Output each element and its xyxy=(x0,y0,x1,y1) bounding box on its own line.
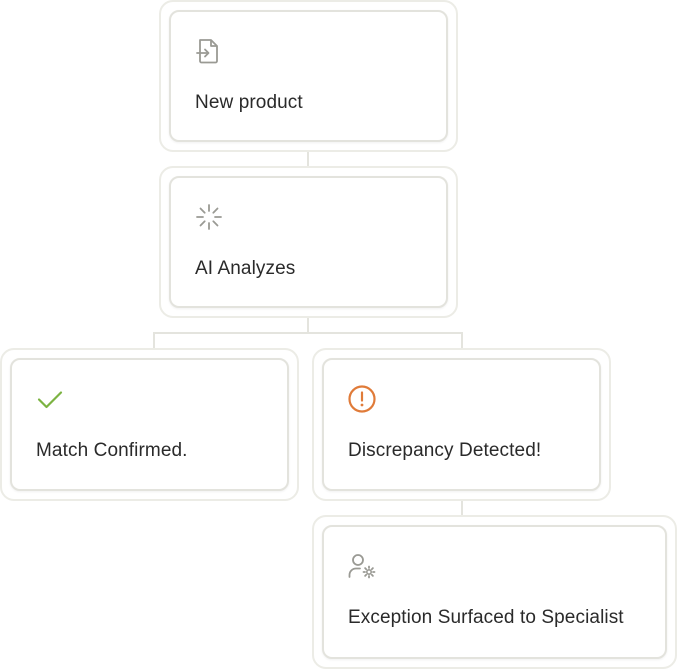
user-gear-icon xyxy=(348,554,376,579)
loader-icon xyxy=(196,204,222,230)
node-new-product[interactable]: New product xyxy=(159,0,458,152)
node-match-confirmed-card: Match Confirmed. xyxy=(10,358,289,491)
node-label: Exception Surfaced to Specialist xyxy=(348,607,624,628)
node-label: Discrepancy Detected! xyxy=(348,440,542,461)
connector-new-product-to-ai xyxy=(307,151,309,167)
node-discrepancy-detected-card: Discrepancy Detected! xyxy=(322,358,601,491)
node-label: AI Analyzes xyxy=(195,258,296,279)
node-ai-analyzes-card: AI Analyzes xyxy=(169,176,448,308)
node-label: Match Confirmed. xyxy=(36,440,188,461)
node-new-product-card: New product xyxy=(169,10,448,142)
check-icon xyxy=(37,391,63,409)
node-exception-surfaced-card: Exception Surfaced to Specialist xyxy=(322,525,667,659)
node-discrepancy-detected[interactable]: Discrepancy Detected! xyxy=(312,348,611,501)
alert-circle-icon xyxy=(348,385,376,413)
connector-branch-right xyxy=(461,332,463,349)
file-import-icon xyxy=(196,39,218,64)
connector-branch-left xyxy=(153,332,155,349)
node-match-confirmed[interactable]: Match Confirmed. xyxy=(0,348,299,501)
connector-ai-down xyxy=(307,317,309,333)
node-ai-analyzes[interactable]: AI Analyzes xyxy=(159,166,458,318)
connector-branch-horizontal xyxy=(153,332,463,334)
connector-discrepancy-to-exception xyxy=(461,501,463,516)
node-label: New product xyxy=(195,92,303,113)
node-exception-surfaced[interactable]: Exception Surfaced to Specialist xyxy=(312,515,677,669)
